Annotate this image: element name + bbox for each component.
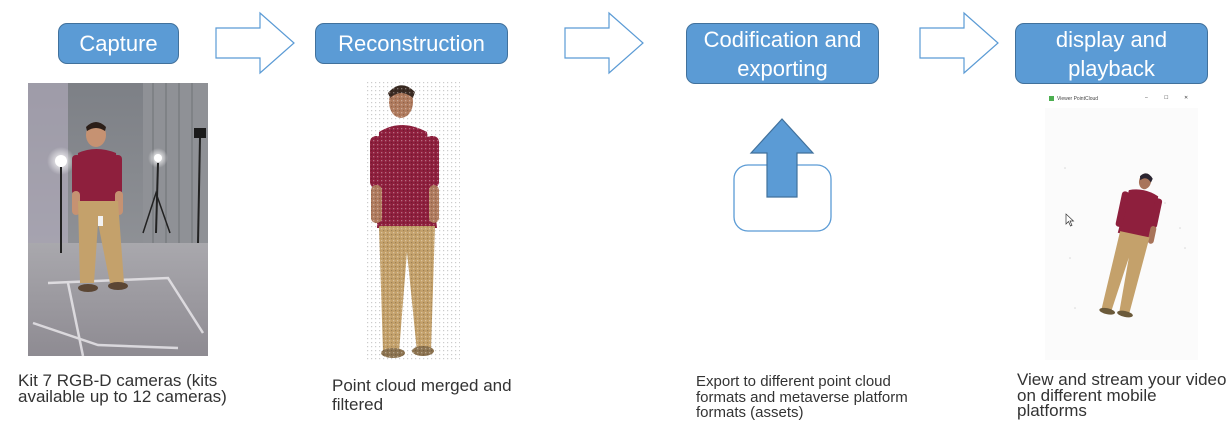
- stage-codification: Codification and exporting: [686, 23, 879, 84]
- close-button[interactable]: ✕: [1184, 95, 1189, 101]
- stage-reconstruction: Reconstruction: [315, 23, 508, 64]
- stage-capture-label: Capture: [79, 31, 158, 56]
- stage-display-label: display and playback: [1055, 26, 1168, 81]
- flow-arrow-3: [919, 11, 999, 75]
- caption-capture: Kit 7 RGB-D cameras (kits available up t…: [18, 371, 227, 406]
- caption-reconstruction: Point cloud merged and filtered: [332, 376, 512, 414]
- viewer-title: Viewer PointCloud: [1057, 96, 1099, 102]
- export-upload-icon: [733, 118, 832, 232]
- point-cloud-figure: [365, 80, 460, 360]
- flow-arrow-1: [215, 11, 295, 75]
- mouse-cursor-icon: [1065, 213, 1075, 227]
- app-icon: [1049, 96, 1054, 101]
- viewer-window: Viewer PointCloud – ☐ ✕: [1045, 90, 1198, 360]
- viewer-point-cloud: [1064, 167, 1186, 318]
- stage-capture: Capture: [58, 23, 179, 64]
- stage-reconstruction-label: Reconstruction: [338, 31, 485, 56]
- caption-codification: Export to different point cloud formats …: [696, 373, 908, 421]
- minimize-button[interactable]: –: [1145, 95, 1148, 101]
- caption-display: View and stream your video on different …: [1017, 370, 1227, 420]
- flow-arrow-2: [564, 11, 644, 75]
- maximize-button[interactable]: ☐: [1164, 95, 1169, 101]
- stage-display: display and playback: [1015, 23, 1208, 84]
- viewer-titlebar: Viewer PointCloud – ☐ ✕: [1045, 90, 1198, 108]
- capture-photo: [28, 83, 208, 356]
- stage-codification-label: Codification and exporting: [703, 26, 862, 81]
